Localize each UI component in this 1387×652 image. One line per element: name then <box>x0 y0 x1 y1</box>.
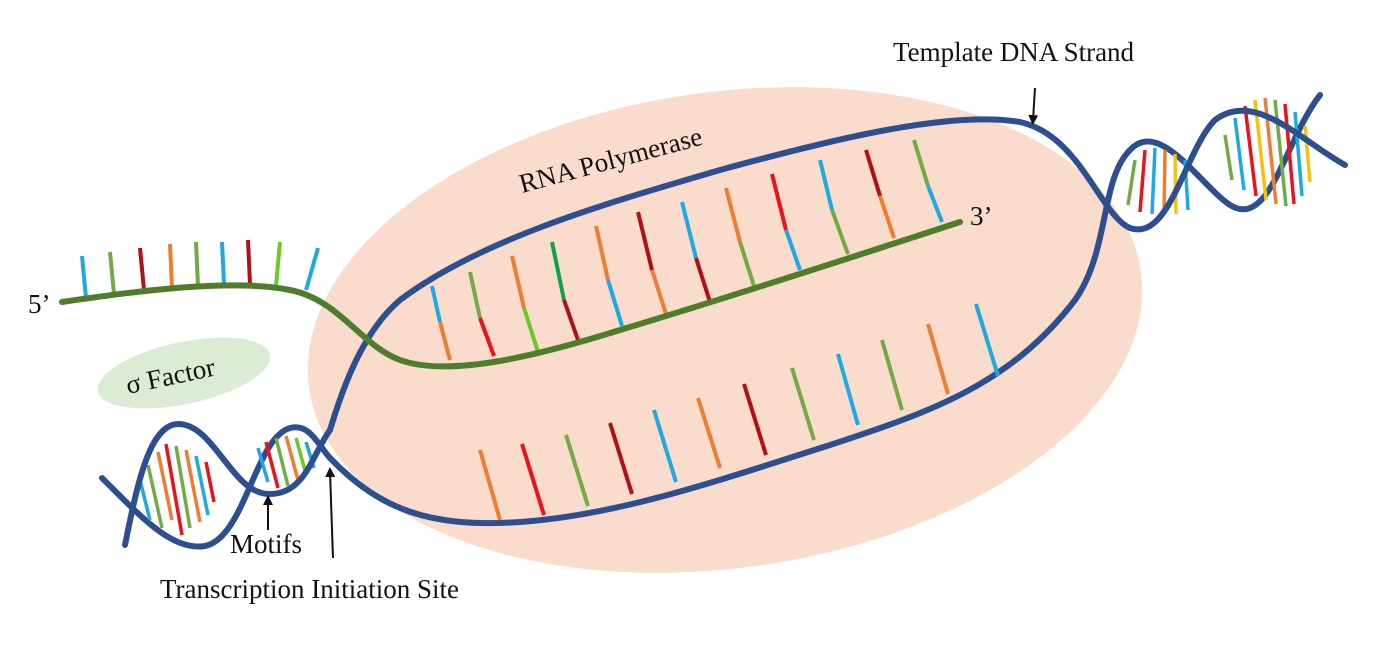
template-strand-bases <box>430 139 944 361</box>
annotation-arrows <box>263 87 1039 559</box>
left-helix-strand-front <box>122 421 333 548</box>
rna-strand <box>59 219 963 370</box>
rna-polymerase-body <box>307 87 1143 573</box>
left-helix-strand-back <box>99 424 333 550</box>
sigma-factor-body <box>97 337 271 409</box>
rna-transcript <box>59 219 963 370</box>
coding-dna-strand <box>327 92 1323 527</box>
template-dna-strand <box>327 107 1348 433</box>
left-helix-base-pairs <box>138 435 316 536</box>
template-dna-strand-label: Template DNA Strand <box>893 37 1135 67</box>
five-prime-label: 5’ <box>28 289 51 319</box>
rna-leading-bases <box>80 239 320 299</box>
left-double-helix <box>99 421 333 550</box>
motifs-label: Motifs <box>230 529 302 559</box>
three-prime-label: 3’ <box>970 201 993 231</box>
transcription-initiation-site-label: Transcription Initiation Site <box>160 574 459 604</box>
initiation-site-arrow <box>325 467 336 559</box>
coding-strand-bases <box>478 303 1000 521</box>
template-strand-arrow <box>1028 87 1039 125</box>
